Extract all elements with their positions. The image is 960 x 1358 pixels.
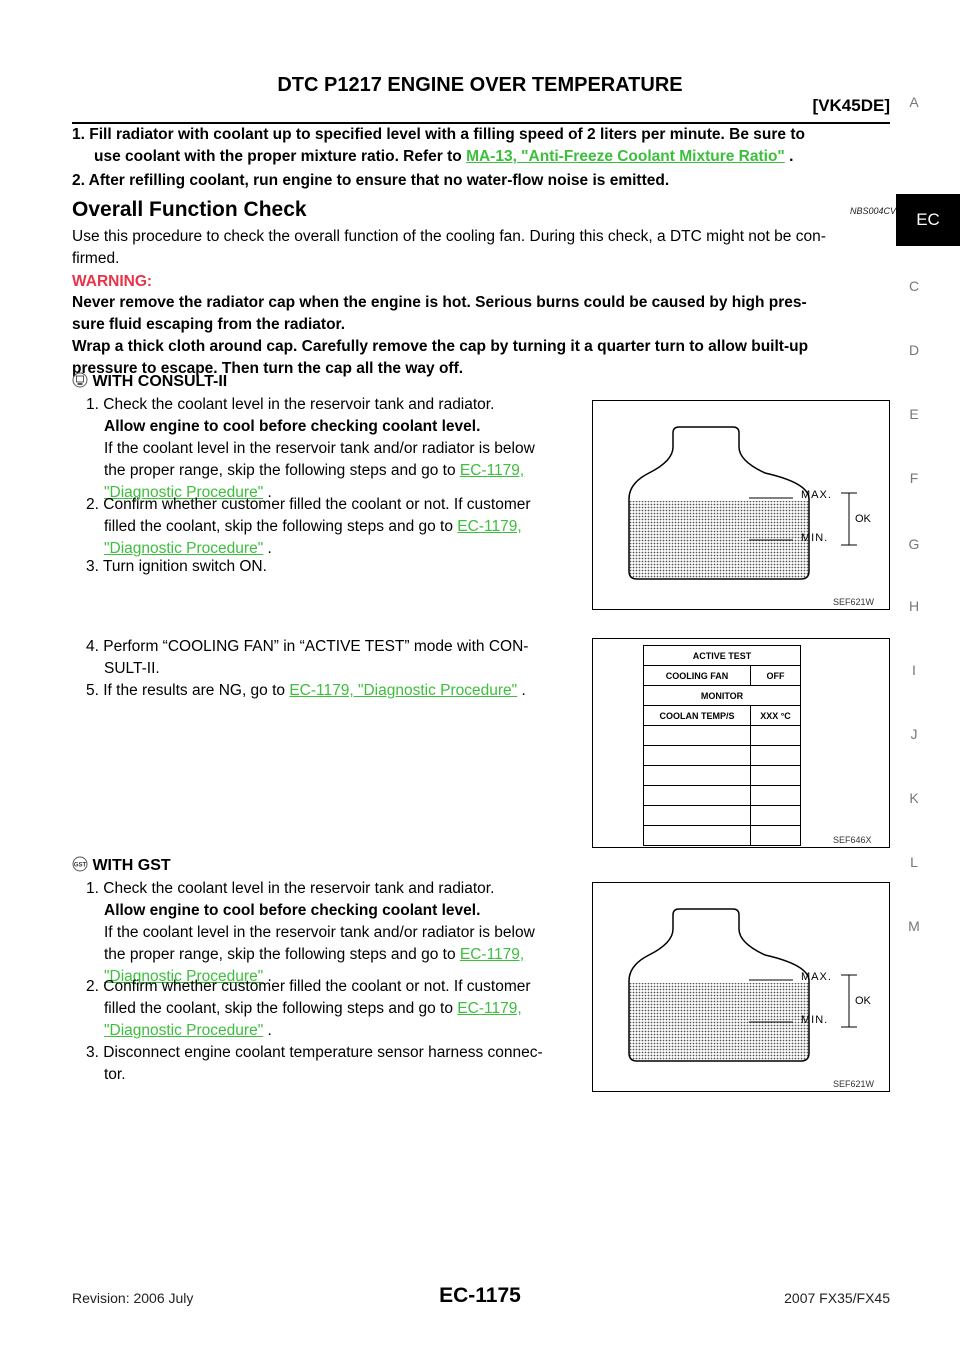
link-diagnostic-procedure[interactable]: "Diagnostic Procedure": [104, 1022, 264, 1039]
consult-step-1: 1. Check the coolant level in the reserv…: [86, 396, 535, 501]
coolant-temp-label: COOLAN TEMP/S: [643, 705, 751, 726]
side-index-f[interactable]: F: [909, 470, 919, 486]
table-row: [643, 785, 801, 806]
tank-2-min-label: MIN.: [801, 1014, 829, 1026]
link-ec-1179[interactable]: EC-1179,: [457, 518, 522, 535]
figure-tank-2: MAX. MIN. OK SEF621W: [592, 882, 890, 1092]
gst-step-1: 1. Check the coolant level in the reserv…: [86, 880, 535, 985]
section-description: Use this procedure to check the overall …: [72, 228, 826, 267]
header-rule: [72, 122, 890, 124]
warning-label: WARNING:: [72, 273, 153, 290]
side-index-e[interactable]: E: [909, 406, 919, 422]
side-index-h[interactable]: H: [908, 598, 920, 614]
link-diagnostic-procedure[interactable]: "Diagnostic Procedure": [104, 968, 264, 985]
side-index-m[interactable]: M: [908, 918, 920, 934]
tank-2-drawing: [628, 908, 857, 1062]
link-ec-1179[interactable]: EC-1179,: [457, 1000, 522, 1017]
figure-tank-1: MAX. MIN. OK SEF621W: [592, 400, 890, 610]
section-heading: Overall Function Check: [72, 198, 307, 221]
engine-code: [VK45DE]: [812, 96, 890, 115]
intro-step-1: 1. Fill radiator with coolant up to spec…: [72, 126, 805, 165]
gst-icon: GST: [72, 856, 88, 872]
table-row: [643, 725, 801, 746]
link-ec-1179-diagnostic[interactable]: EC-1179, "Diagnostic Procedure": [289, 682, 518, 699]
consult-step-5: 5. If the results are NG, go to EC-1179,…: [86, 682, 526, 699]
side-index-a[interactable]: A: [909, 94, 919, 110]
consult-icon: [72, 372, 88, 388]
figure-caption: SEF621W: [833, 1079, 875, 1089]
table-row: [643, 765, 801, 786]
side-index-l[interactable]: L: [910, 854, 918, 870]
tank-1-min-label: MIN.: [801, 532, 829, 544]
consult-step-3: 3. Turn ignition switch ON.: [86, 558, 267, 575]
side-index-c[interactable]: C: [908, 278, 920, 294]
link-ec-1179[interactable]: EC-1179,: [459, 946, 525, 963]
cooling-fan-value: OFF: [750, 665, 801, 686]
page-number: EC-1175: [439, 1284, 521, 1307]
table-row: [643, 805, 801, 826]
footer-revision: Revision: 2006 July: [72, 1290, 194, 1306]
tank-2-ok-label: OK: [855, 995, 871, 1007]
figure-caption: SEF646X: [833, 835, 872, 845]
tank-2-max-label: MAX.: [801, 971, 832, 983]
link-diagnostic-procedure[interactable]: "Diagnostic Procedure": [104, 484, 264, 501]
footer-model: 2007 FX35/FX45: [784, 1290, 890, 1306]
section-ref-code: NBS004CV: [850, 206, 897, 216]
gst-heading: GST WITH GST: [72, 856, 171, 874]
link-diagnostic-procedure[interactable]: "Diagnostic Procedure": [104, 540, 264, 557]
figure-caption: SEF621W: [833, 597, 875, 607]
svg-text:GST: GST: [74, 863, 87, 869]
consult-heading: WITH CONSULT-II: [72, 372, 227, 391]
active-test-title: ACTIVE TEST: [643, 645, 801, 666]
consult-step-2: 2. Confirm whether customer filled the c…: [86, 496, 531, 557]
side-index-g[interactable]: G: [908, 536, 920, 552]
coolant-temp-value: XXX °C: [750, 705, 801, 726]
active-test-table: ACTIVE TEST COOLING FAN OFF MONITOR COOL…: [643, 645, 801, 846]
side-index-i[interactable]: I: [912, 662, 916, 678]
gst-step-3: 3. Disconnect engine coolant temperature…: [86, 1044, 543, 1083]
side-index-k[interactable]: K: [909, 790, 919, 806]
tank-1-max-label: MAX.: [801, 489, 832, 501]
page-title: DTC P1217 ENGINE OVER TEMPERATURE: [277, 74, 683, 96]
table-row: [643, 745, 801, 766]
link-ec-1179[interactable]: EC-1179,: [459, 462, 525, 479]
tank-1-ok-label: OK: [855, 513, 871, 525]
gst-step-2: 2. Confirm whether customer filled the c…: [86, 978, 531, 1039]
monitor-title: MONITOR: [643, 685, 801, 706]
link-ma-13[interactable]: MA-13, "Anti-Freeze Coolant Mixture Rati…: [466, 148, 785, 165]
warning-block: WARNING: Never remove the radiator cap w…: [72, 272, 892, 380]
intro-step-2: 2. After refilling coolant, run engine t…: [72, 172, 670, 189]
figure-active-test-monitor: ACTIVE TEST COOLING FAN OFF MONITOR COOL…: [592, 638, 890, 848]
side-index-j[interactable]: J: [910, 726, 918, 742]
table-row: [643, 825, 801, 846]
consult-step-4: 4. Perform “COOLING FAN” in “ACTIVE TEST…: [86, 638, 529, 677]
side-index-ec-active[interactable]: EC: [896, 194, 960, 246]
cooling-fan-label: COOLING FAN: [643, 665, 751, 686]
tank-1-drawing: [628, 426, 857, 580]
side-index-d[interactable]: D: [908, 342, 920, 358]
